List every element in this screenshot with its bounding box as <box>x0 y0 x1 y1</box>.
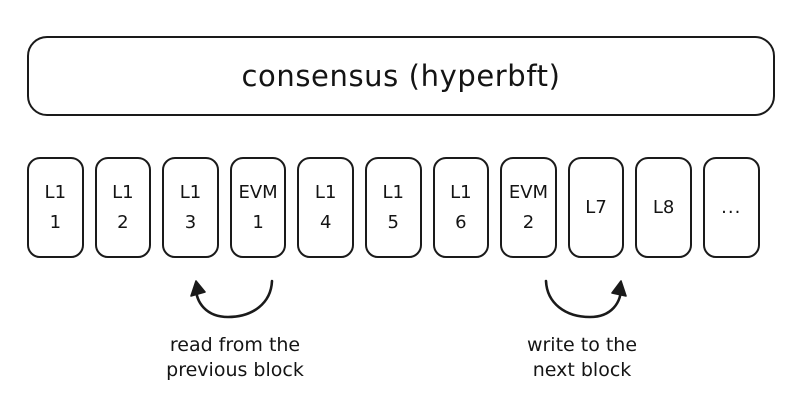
annotation-line-1: read from the <box>169 334 301 356</box>
block-l1-6[interactable]: L1 6 <box>432 157 490 258</box>
block-label-index: 4 <box>319 211 332 233</box>
block-label-index: 5 <box>387 211 399 233</box>
block-label-primary: L1 <box>112 181 134 203</box>
annotation-write-to-next-block: write to the next block <box>442 333 722 383</box>
block-evm-1[interactable]: EVM 1 <box>229 157 287 258</box>
block-l1-4[interactable]: L1 4 <box>297 157 354 258</box>
block-label-index: 2 <box>522 211 535 233</box>
block-l1-1[interactable]: L1 1 <box>27 157 84 258</box>
consensus-header-box: consensus (hyperbft) <box>27 36 775 116</box>
block-label-index: 2 <box>117 211 129 233</box>
block-l7[interactable]: L7 <box>567 157 625 258</box>
block-label-index: 3 <box>184 211 197 233</box>
block-label-primary: L1 <box>44 181 67 203</box>
block-label-primary: L1 <box>314 181 337 203</box>
block-l1-5[interactable]: L1 5 <box>364 157 422 258</box>
block-label-primary: ... <box>721 196 742 218</box>
block-row: L1 1 L1 2 L1 3 EVM 1 L1 4 L1 5 L1 6 EVM … <box>27 157 778 258</box>
block-label-primary: L1 <box>179 181 202 203</box>
annotation-line-1: write to the <box>526 334 638 356</box>
annotation-read-from-previous-block: read from the previous block <box>95 333 375 383</box>
block-evm-2[interactable]: EVM 2 <box>500 157 557 258</box>
annotation-line-2: next block <box>532 359 632 381</box>
block-l1-3[interactable]: L1 3 <box>162 157 219 258</box>
annotation-line-2: previous block <box>166 359 304 381</box>
block-label-index: 1 <box>49 211 62 233</box>
consensus-header-label: consensus (hyperbft) <box>241 59 561 93</box>
block-l8[interactable]: L8 <box>635 157 692 258</box>
block-label-primary: L7 <box>585 196 607 218</box>
block-label-index: 6 <box>455 211 467 233</box>
block-ellipsis[interactable]: ... <box>702 157 760 258</box>
block-label-index: 1 <box>252 211 264 233</box>
curved-arrow-right-icon <box>544 279 627 319</box>
block-label-primary: L1 <box>450 181 472 203</box>
block-label-primary: L8 <box>652 196 675 218</box>
block-label-primary: EVM <box>508 181 549 203</box>
block-label-primary: L1 <box>382 181 404 203</box>
curved-arrow-left-icon <box>190 279 274 319</box>
block-l1-2[interactable]: L1 2 <box>94 157 152 258</box>
block-label-primary: EVM <box>238 181 278 203</box>
